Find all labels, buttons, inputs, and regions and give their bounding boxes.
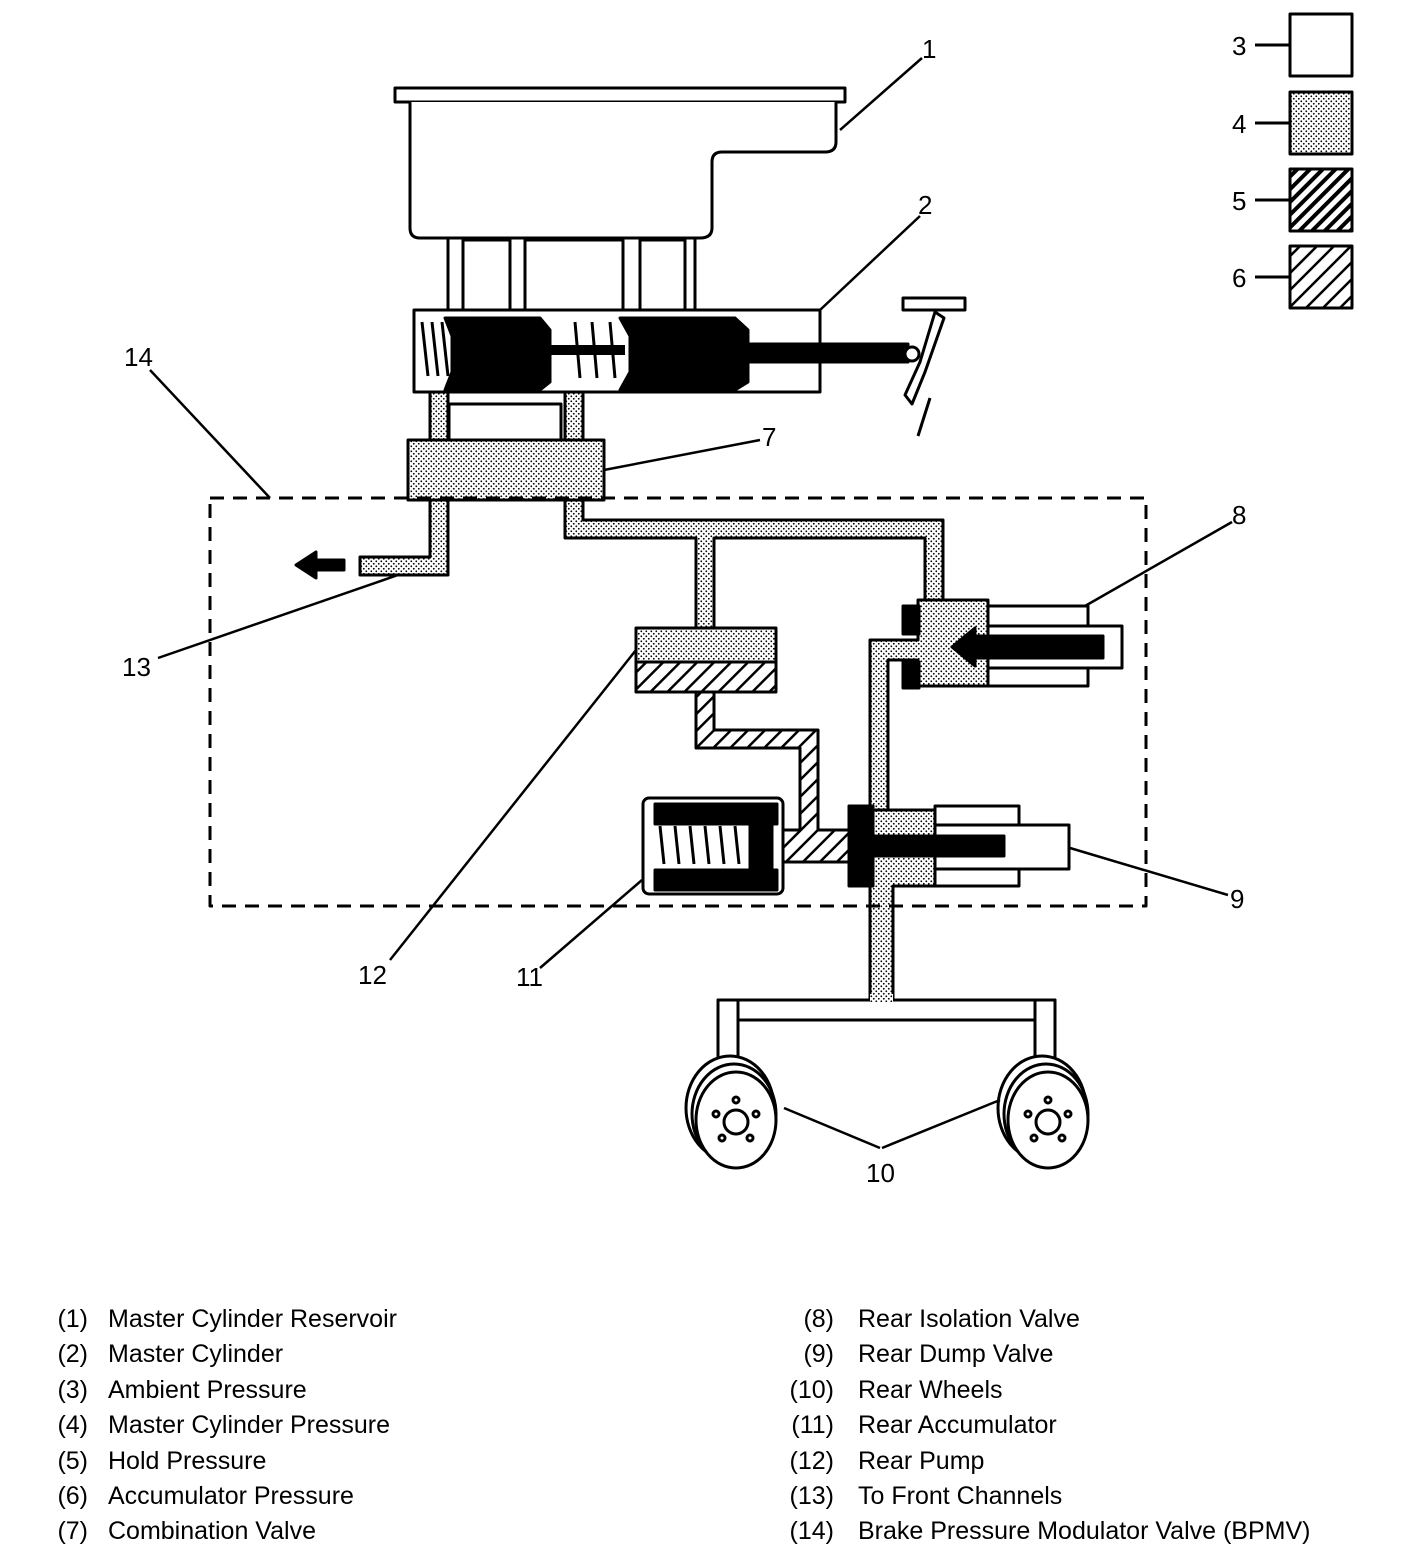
legend-item: (4)Master Cylinder Pressure: [57, 1411, 391, 1440]
rear-dump-valve: [847, 804, 1071, 888]
legend-item: (5)Hold Pressure: [57, 1446, 267, 1475]
master-cylinder-reservoir: [393, 86, 847, 312]
master-cylinder: [412, 296, 967, 437]
legend-item: (3)Ambient Pressure: [57, 1375, 307, 1404]
legend-item: (14)Brake Pressure Modulator Valve (BPMV…: [789, 1517, 1311, 1546]
callout-13: 13: [122, 652, 151, 682]
legend-item: (8)Rear Isolation Valve: [803, 1305, 1080, 1333]
callout-8: 8: [1232, 500, 1246, 530]
legend-item: (13)To Front Channels: [789, 1481, 1063, 1510]
master-cylinder-pressure-swatch: [1288, 90, 1354, 156]
rear-wheel-right: [996, 1054, 1090, 1170]
master-cylinder-pressure-lines: [358, 390, 990, 1002]
rear-accumulator: [641, 796, 785, 896]
callout-12: 12: [358, 960, 387, 990]
callout-2: 2: [918, 190, 932, 220]
legend-item: (7)Combination Valve: [57, 1517, 316, 1546]
callout-11: 11: [516, 962, 543, 992]
callout-3: 3: [1232, 31, 1246, 61]
callout-5: 5: [1232, 186, 1246, 216]
callout-4: 4: [1232, 109, 1246, 139]
legend-item: (2)Master Cylinder: [57, 1340, 284, 1369]
legend-item: (1)Master Cylinder Reservoir: [57, 1305, 397, 1333]
accumulator-pressure-swatch: [1288, 244, 1354, 310]
callout-9: 9: [1230, 884, 1244, 914]
leader-lines: [149, 57, 1233, 1150]
legend-item: (12)Rear Pump: [789, 1446, 985, 1475]
rear-wheel-left: [684, 1054, 778, 1170]
callout-1: 1: [922, 34, 936, 64]
callout-10: 10: [866, 1158, 895, 1188]
rear-wheel-lines: [716, 994, 1057, 1062]
callout-7: 7: [762, 422, 776, 452]
legend-item: (10)Rear Wheels: [789, 1375, 1003, 1404]
accumulator-pressure-lines: [634, 660, 855, 864]
rear-isolation-valve: [901, 604, 1124, 690]
legend-item: (6)Accumulator Pressure: [57, 1481, 354, 1510]
legend-item: (9)Rear Dump Valve: [803, 1340, 1054, 1369]
callout-14: 14: [124, 342, 153, 372]
hold-pressure-swatch: [1288, 167, 1354, 233]
ambient-pressure-swatch: [1288, 12, 1354, 78]
legend-left-column: (1)Master Cylinder Reservoir (2)Master C…: [50, 1302, 397, 1550]
front-channel-arrow: [294, 550, 346, 580]
legend-right-column: (8)Rear Isolation Valve (9)Rear Dump Val…: [782, 1302, 1311, 1550]
pressure-key: [1255, 12, 1354, 310]
bpmv-boundary: [208, 496, 1148, 908]
callout-6: 6: [1232, 263, 1246, 293]
legend-item: (11)Rear Accumulator: [791, 1411, 1057, 1440]
brake-system-diagram: 1 2 3 4 5 6 7 8 9 10 11 12 13 14: [122, 12, 1354, 1188]
callout-numbers: 1 2 3 4 5 6 7 8 9 10 11 12 13 14: [122, 31, 1246, 1188]
